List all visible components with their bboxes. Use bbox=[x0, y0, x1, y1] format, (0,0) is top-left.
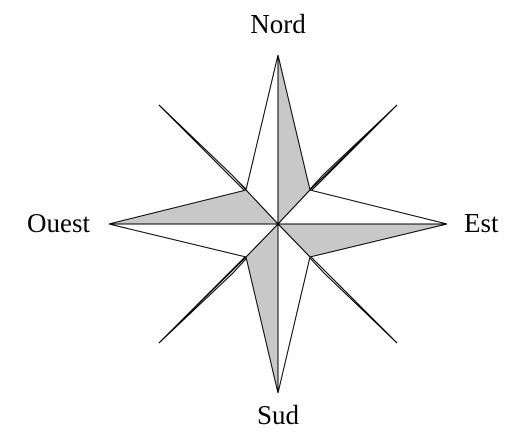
ray-east bbox=[278, 190, 447, 257]
label-east: Est bbox=[464, 208, 499, 238]
label-west: Ouest bbox=[27, 208, 90, 238]
label-north: Nord bbox=[250, 9, 306, 39]
ray-west bbox=[109, 190, 278, 257]
label-south: Sud bbox=[257, 400, 300, 430]
ray-south bbox=[246, 224, 310, 393]
ray-north bbox=[246, 55, 310, 224]
